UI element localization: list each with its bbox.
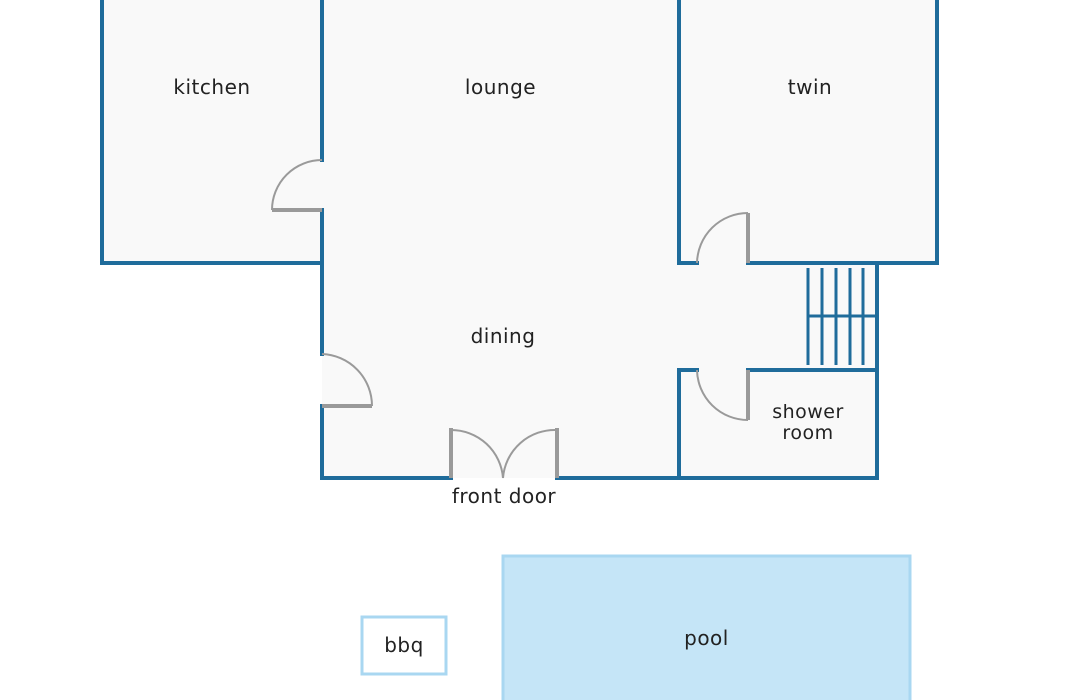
floor-fills: [102, 0, 937, 478]
front-door-label: front door: [451, 484, 557, 508]
stairs: [806, 268, 877, 365]
outdoor-features: [360, 554, 912, 700]
lounge-label: lounge: [464, 75, 537, 99]
shower-door: [696, 369, 750, 421]
walls: [100, 0, 939, 480]
kitchen-door: [271, 159, 323, 212]
shower-room-label-line1: shower: [772, 401, 844, 423]
dining-side-door-swing: [321, 353, 373, 407]
bbq-label: bbq: [384, 633, 424, 657]
kitchen-floor: [102, 0, 322, 263]
twin-door-swing: [696, 212, 749, 264]
front-door-right-swing: [502, 428, 558, 479]
twin-label: twin: [787, 75, 833, 99]
pool: [501, 554, 912, 700]
kitchen-label: kitchen: [173, 75, 251, 99]
bbq: [360, 615, 448, 676]
lounge-dining-floor: [322, 0, 679, 478]
pool-label: pool: [684, 626, 729, 650]
front-door-left-swing: [450, 428, 504, 479]
dining-side-door: [321, 353, 373, 408]
front-double-door: [449, 428, 559, 479]
kitchen-door-swing: [271, 159, 323, 211]
shower-room-label: shower room: [739, 402, 877, 444]
twin-door: [696, 212, 750, 264]
dining-label: dining: [470, 324, 536, 348]
doors: [271, 159, 750, 479]
shower-room-floor: [679, 370, 877, 478]
shower-room-label-line2: room: [782, 422, 834, 444]
shower-door-swing: [696, 369, 749, 421]
